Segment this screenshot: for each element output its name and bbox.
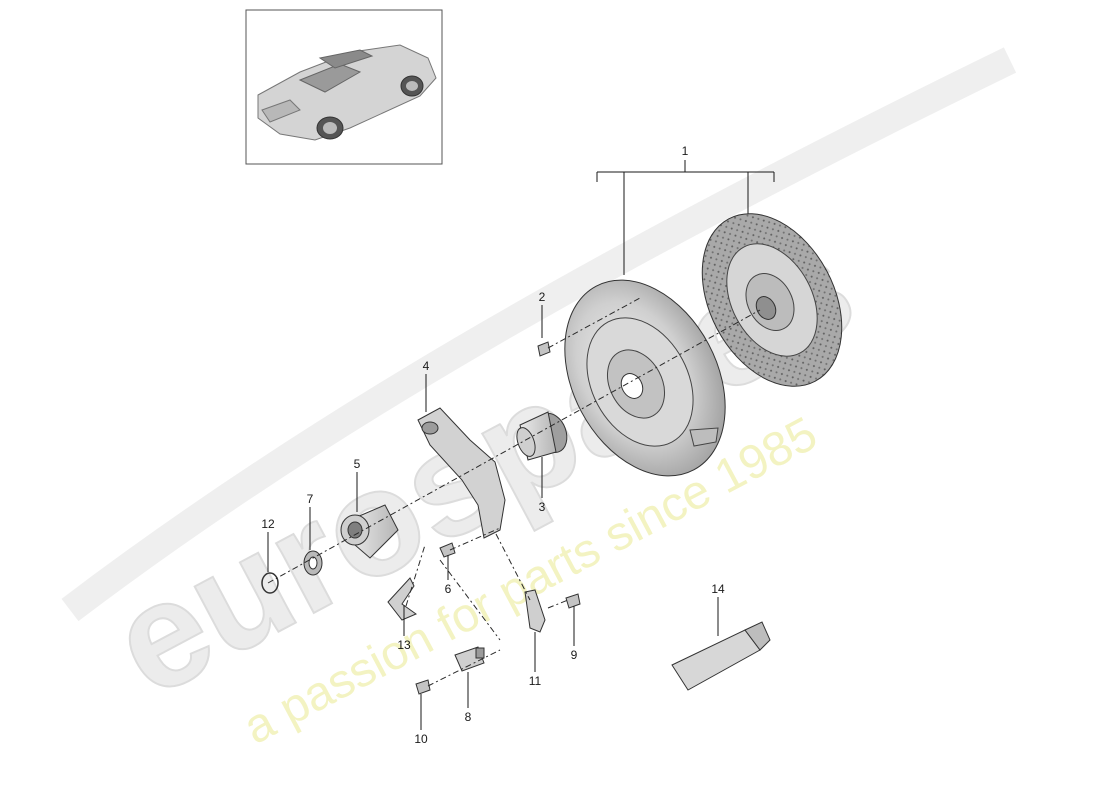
- callout-1: 1: [682, 144, 689, 158]
- watermark: eurospares a passion for parts since 198…: [61, 47, 1017, 755]
- leader-lines: [267, 305, 719, 730]
- callout-labels: 1 2 3 4 5 6 7 8 9 10 11 12 13 14: [261, 144, 725, 746]
- callout-2: 2: [539, 290, 546, 304]
- bolt-2: [537, 341, 551, 357]
- sensor-8: [454, 646, 485, 672]
- bolt-10: [415, 679, 431, 695]
- part-1-bracket: [596, 160, 775, 275]
- callout-5: 5: [354, 457, 361, 471]
- clutch-disc: [701, 213, 843, 387]
- o-ring: [261, 572, 279, 594]
- bolt-6: [439, 542, 456, 558]
- callout-9: 9: [571, 648, 578, 662]
- callout-10: 10: [414, 732, 428, 746]
- callout-7: 7: [307, 492, 314, 506]
- callout-13: 13: [397, 638, 411, 652]
- pressure-plate: [564, 279, 726, 477]
- callout-14: 14: [711, 582, 725, 596]
- guide-tube: [340, 504, 399, 559]
- assembly-lines: [267, 297, 761, 687]
- callout-3: 3: [539, 500, 546, 514]
- watermark-swoosh: [61, 47, 1017, 622]
- shaft-seal: [303, 550, 323, 576]
- callout-11: 11: [529, 674, 542, 688]
- callout-8: 8: [465, 710, 472, 724]
- bolt-9: [565, 593, 581, 609]
- callout-12: 12: [261, 517, 275, 531]
- clip-11: [524, 589, 546, 633]
- bracket-13: [387, 577, 418, 621]
- release-bearing: [516, 411, 568, 461]
- callout-4: 4: [423, 359, 430, 373]
- release-fork: [417, 407, 506, 539]
- grease-tube: [671, 621, 771, 691]
- vehicle-thumbnail: [245, 9, 443, 165]
- callout-6: 6: [445, 582, 452, 596]
- convertible-car-icon: [257, 44, 437, 141]
